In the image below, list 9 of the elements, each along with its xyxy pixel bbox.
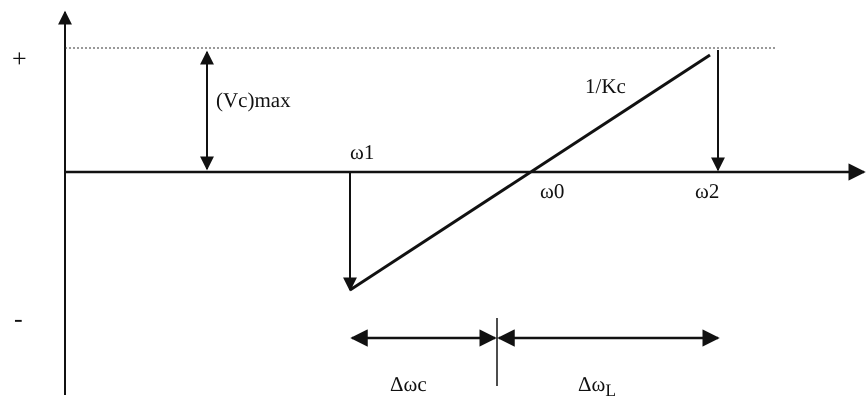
sign-label: - xyxy=(14,306,23,332)
range-label: Δωc xyxy=(390,374,427,395)
frequency-label: ω0 xyxy=(540,181,564,202)
axis-label: (Vc)max xyxy=(216,90,291,111)
sign-label: + xyxy=(12,46,27,72)
range-label: Δω$_{L}$ xyxy=(578,374,616,400)
frequency-label: ω2 xyxy=(695,181,720,202)
slope-label: 1/Kc xyxy=(585,76,626,97)
frequency-label: ω1 xyxy=(350,142,374,163)
